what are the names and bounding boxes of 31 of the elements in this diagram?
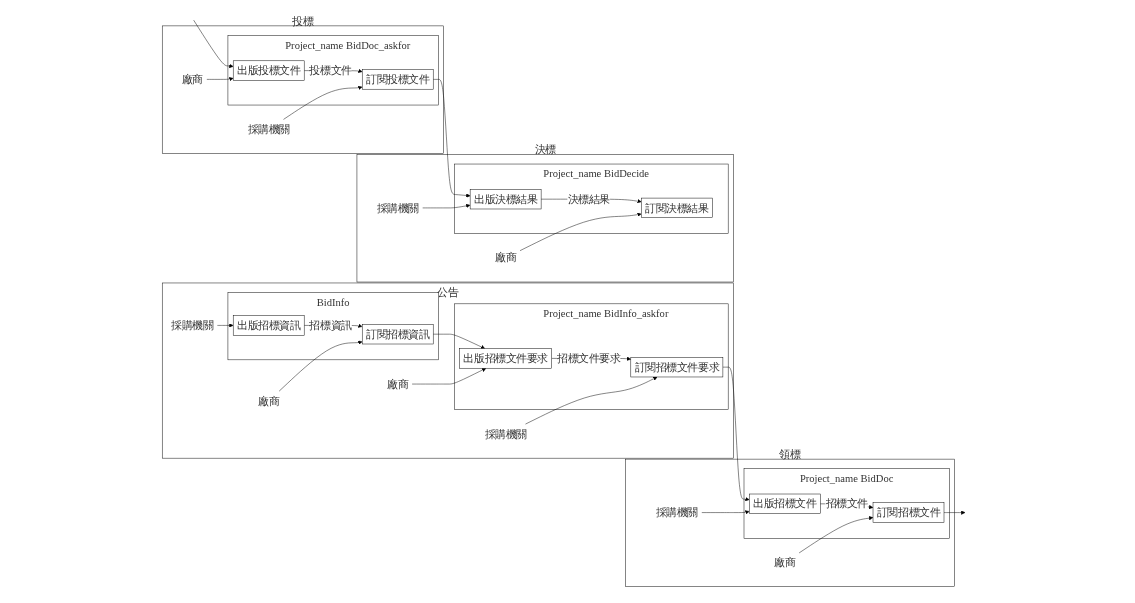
node-text: 採購機關 — [171, 319, 214, 332]
node-text: 採購機關 — [484, 427, 527, 440]
node-box: 出版投標文件 — [232, 60, 305, 81]
cluster — [625, 458, 955, 587]
node-text: 廠商 — [495, 251, 517, 264]
node-text: 廠商 — [181, 73, 203, 86]
node-box: 訂閱投標文件 — [362, 69, 434, 90]
node-box: 訂閱招標文件 — [872, 502, 945, 523]
edge-label: 招標資訊 — [309, 319, 352, 332]
cluster — [162, 25, 444, 154]
node-label: 投標 — [292, 15, 314, 28]
edge-label: 決標結果 — [567, 193, 610, 206]
edge-label: 招標文件要求 — [556, 352, 621, 365]
node-text: 廠商 — [387, 378, 409, 391]
node-label: 決標 — [534, 143, 556, 156]
node-box: 訂閱決標結果 — [641, 197, 713, 218]
node-box: 出版決標結果 — [469, 189, 542, 210]
node-box: 訂閱招標文件要求 — [630, 357, 724, 378]
node-box: 出版招標文件要求 — [459, 348, 552, 369]
node-box: 訂閱招標資訊 — [362, 324, 434, 345]
node-text: 採購機關 — [376, 201, 419, 214]
edge-label: 招標文件 — [825, 497, 868, 510]
node-text: 廠商 — [774, 556, 796, 569]
node-text: 廠商 — [258, 394, 280, 407]
cluster — [356, 154, 734, 283]
node-label: 領標 — [779, 448, 801, 461]
node-text: 採購機關 — [247, 123, 290, 136]
node-box: 出版招標文件 — [749, 493, 821, 514]
edge-label: 投標文件 — [309, 64, 352, 77]
node-box: 出版招標資訊 — [232, 315, 305, 336]
node-text: 採購機關 — [655, 506, 698, 519]
